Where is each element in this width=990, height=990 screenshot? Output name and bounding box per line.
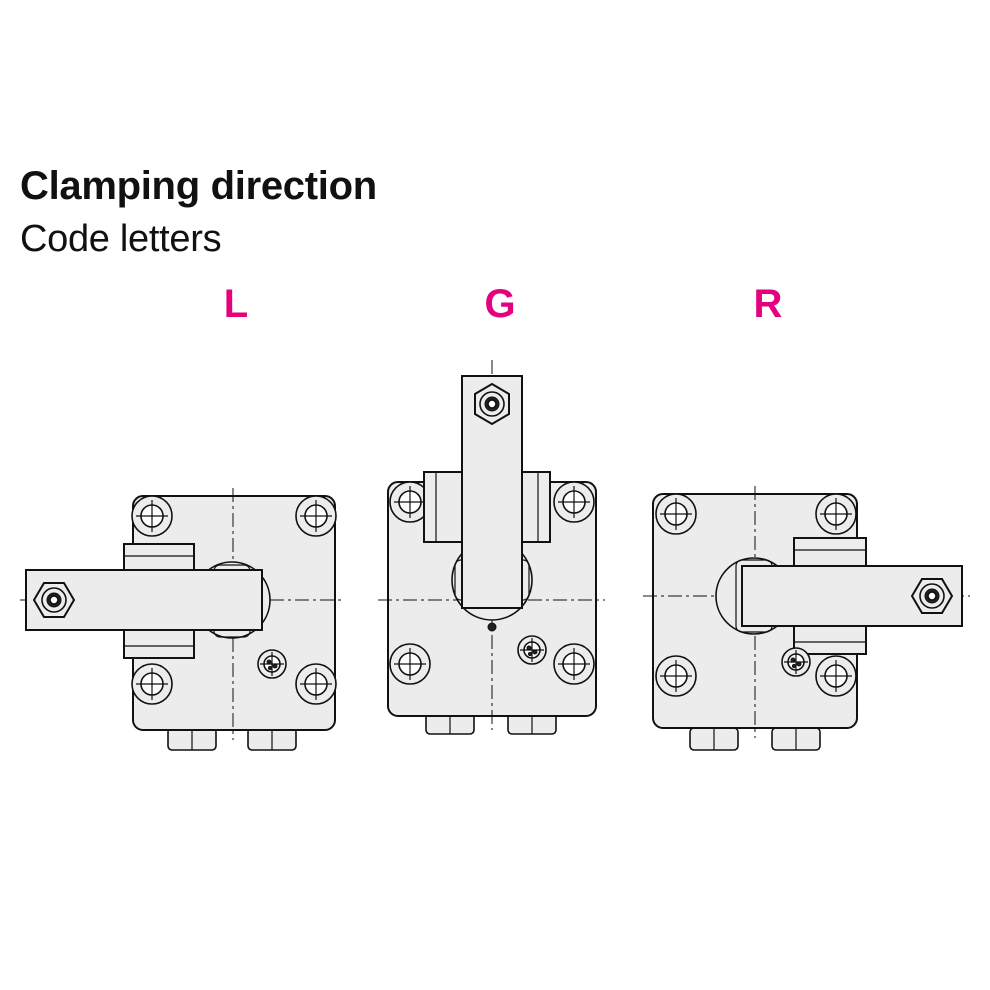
code-letter-r: R [753, 282, 783, 326]
clamp-drawing-r [643, 486, 970, 751]
clamp-drawing-l [20, 488, 345, 751]
page-title: Clamping direction [20, 164, 377, 208]
page-subtitle: Code letters [20, 218, 222, 260]
clamp-drawing-g [378, 360, 605, 735]
code-letter-g: G [484, 282, 516, 326]
code-letter-l: L [223, 282, 249, 326]
heading-block: Clamping direction Code letters [20, 158, 377, 264]
